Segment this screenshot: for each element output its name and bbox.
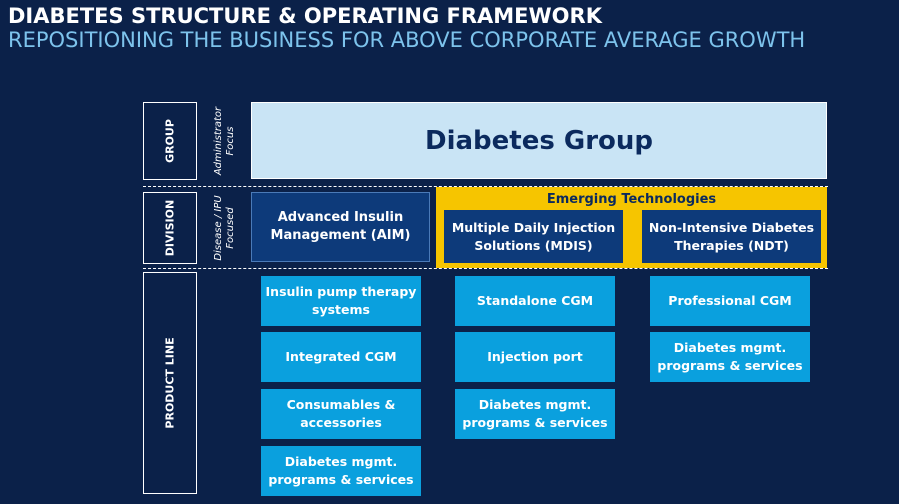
product-line-mdis-2: Injection port bbox=[455, 332, 615, 382]
product-line-mdis-1: Standalone CGM bbox=[455, 276, 615, 326]
level-group-label: GROUP bbox=[163, 119, 177, 163]
level-division-box: DIVISION bbox=[143, 192, 197, 264]
page-subtitle: REPOSITIONING THE BUSINESS FOR ABOVE COR… bbox=[8, 28, 806, 52]
division-focus-label: Disease / IPU Focused bbox=[213, 195, 237, 260]
group-name: Diabetes Group bbox=[424, 125, 654, 156]
page-title: DIABETES STRUCTURE & OPERATING FRAMEWORK bbox=[8, 4, 602, 28]
product-line-aim-4: Diabetes mgmt. programs & services bbox=[261, 446, 421, 496]
division-focus-line2: Focused bbox=[225, 207, 236, 249]
group-focus-label: Administrator Focus bbox=[213, 107, 237, 175]
product-line-mdis-3: Diabetes mgmt. programs & services bbox=[455, 389, 615, 439]
separator-division-product bbox=[143, 268, 828, 269]
level-product-line-label: PRODUCT LINE bbox=[163, 337, 177, 429]
division-mdis: Multiple Daily Injection Solutions (MDIS… bbox=[444, 210, 623, 263]
group-banner: Diabetes Group bbox=[251, 102, 827, 179]
product-line-aim-3: Consumables & accessories bbox=[261, 389, 421, 439]
product-line-aim-2: Integrated CGM bbox=[261, 332, 421, 382]
group-focus-line2: Focus bbox=[225, 126, 236, 156]
product-line-ndt-2: Diabetes mgmt. programs & services bbox=[650, 332, 810, 382]
emerging-technologies-title: Emerging Technologies bbox=[546, 192, 717, 207]
separator-group-division bbox=[143, 186, 828, 187]
emerging-technologies-panel: Emerging Technologies Multiple Daily Inj… bbox=[436, 187, 827, 268]
division-ndt: Non-Intensive Diabetes Therapies (NDT) bbox=[642, 210, 821, 263]
level-group-box: GROUP bbox=[143, 102, 197, 180]
level-division-label: DIVISION bbox=[163, 199, 177, 257]
division-aim: Advanced Insulin Management (AIM) bbox=[251, 192, 430, 262]
product-line-aim-1: Insulin pump therapy systems bbox=[261, 276, 421, 326]
division-focus-line1: Disease / IPU bbox=[213, 195, 224, 261]
level-product-line-box: PRODUCT LINE bbox=[143, 272, 197, 494]
product-line-ndt-1: Professional CGM bbox=[650, 276, 810, 326]
group-focus-line1: Administrator bbox=[213, 106, 224, 176]
